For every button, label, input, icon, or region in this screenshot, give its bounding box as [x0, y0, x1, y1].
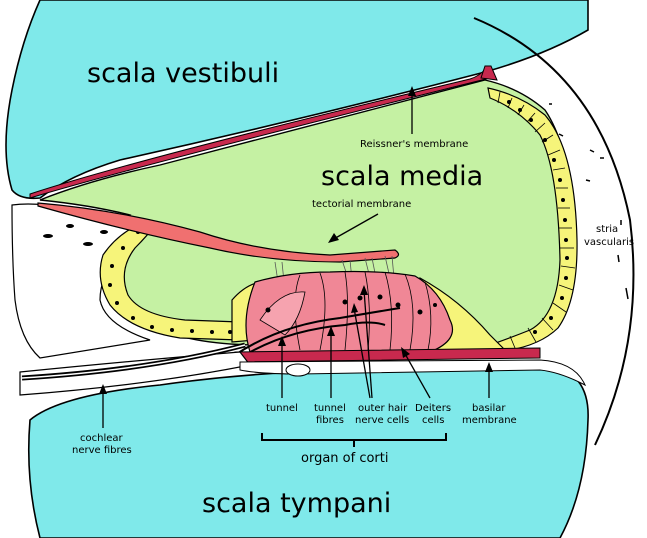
tectorial-arrow	[331, 213, 379, 241]
reissners-membrane	[29, 66, 491, 199]
tectorial-arrowhead	[328, 233, 339, 243]
deiters-arrowhead	[401, 347, 410, 358]
tympanic-lip	[239, 359, 587, 387]
corti-cell-lines	[294, 271, 432, 351]
outer-hair-arrowhead-2	[360, 285, 368, 295]
scala-media-label: scala media	[321, 161, 483, 192]
organ-of-corti-brace	[261, 433, 447, 447]
reissners-arrowhead	[408, 86, 416, 96]
tunnel-fibres	[234, 307, 401, 359]
hair-cell-nuclei	[265, 294, 437, 315]
outer-hair-label-line2: nerve cells	[355, 415, 409, 426]
basilar-label-line2: membrane	[462, 415, 517, 426]
basilar-arrowhead	[485, 362, 493, 372]
outer-hair-arrowhead-1	[351, 303, 358, 313]
cochlear-nerve-arrowhead	[99, 384, 107, 394]
deiters-label-line2: cells	[422, 415, 444, 426]
tunnel-fibres-arrowhead	[327, 326, 335, 336]
membrane-tip	[480, 65, 498, 81]
tectorial-label: tectorial membrane	[312, 199, 411, 210]
spiral-vessel	[285, 363, 311, 377]
organ-of-corti-label: organ of corti	[301, 451, 388, 466]
stria-label-line1: stria	[596, 224, 618, 235]
basilar-label-line1: basilar	[472, 403, 506, 414]
scala-vestibuli-label: scala vestibuli	[87, 58, 279, 89]
scala-tympani-region	[27, 367, 589, 538]
tunnel-label: tunnel	[266, 403, 298, 414]
cochlear-wall	[473, 17, 635, 446]
cochlear-nerve-fibre-inner	[21, 344, 246, 379]
tunnel-fibres-label-line2: fibres	[316, 415, 344, 426]
deiters-arrow	[403, 351, 431, 399]
outer-hair-label-line1: outer hair	[358, 403, 408, 414]
scala-tympani-label: scala tympani	[202, 488, 391, 519]
stria-nuclei	[507, 100, 569, 334]
cochlear-label-line1: cochlear	[80, 433, 124, 444]
reissners-label: Reissner's membrane	[360, 139, 468, 150]
outer-hair-arrow-2	[363, 289, 373, 399]
tunnel-arrowhead	[278, 336, 286, 346]
stria-marks	[549, 103, 629, 300]
cochlear-label-line2: nerve fibres	[72, 445, 132, 456]
tectorial-membrane	[37, 202, 400, 263]
stria-label-line2: vascularis	[584, 237, 634, 248]
deiters-label-line1: Deiters	[415, 403, 451, 414]
outer-hair-arrow-1	[353, 307, 371, 399]
tunnel-fibres-label-line1: tunnel	[314, 403, 346, 414]
